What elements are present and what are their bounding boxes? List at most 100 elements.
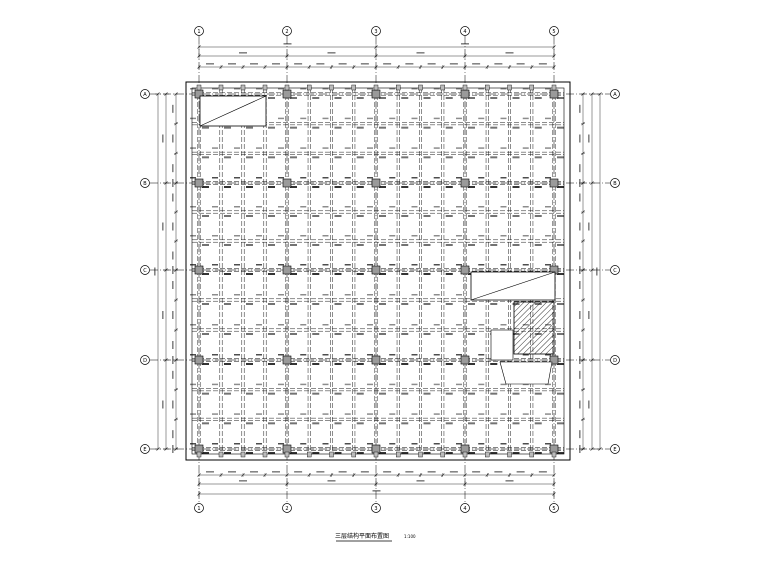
beam-annotation: [367, 413, 373, 415]
beam-annotation: [500, 264, 507, 266]
beam-annotation: [490, 244, 498, 246]
column: [194, 444, 204, 454]
beam-annotation: [268, 392, 275, 395]
beam-annotation: [379, 303, 386, 305]
beam-annotation: [500, 235, 507, 237]
beam-annotation: [290, 303, 297, 305]
edge-column: [529, 451, 534, 458]
beam-annotation: [322, 88, 329, 90]
dimension-text: [327, 52, 336, 54]
beam-annotation: [423, 392, 431, 395]
beam-annotation: [278, 443, 284, 445]
beam-annotation: [322, 443, 329, 445]
beam-annotation: [234, 354, 240, 356]
dimension-text: [588, 134, 590, 143]
beam-annotation: [256, 294, 262, 296]
beam-annotation: [512, 186, 520, 188]
grid-bubble-row-left: [140, 355, 150, 365]
dimension-text: [206, 471, 214, 473]
beam-annotation: [290, 363, 297, 365]
beam-annotation: [478, 413, 485, 415]
beam-annotation: [411, 383, 418, 386]
beam-annotation: [500, 206, 507, 208]
beam-annotation: [534, 126, 542, 129]
beam-annotation: [423, 422, 431, 425]
beam-annotation: [268, 363, 275, 365]
beam-annotation: [344, 206, 351, 208]
beam-annotation: [534, 244, 542, 246]
beam-annotation: [202, 333, 209, 335]
beam-annotation: [356, 363, 364, 365]
grid-bubble-col-top-label: 1: [197, 29, 200, 35]
beam-annotation: [389, 443, 396, 445]
column: [371, 265, 381, 275]
edge-column: [462, 451, 468, 458]
grid-bubble-row-left-label: B: [143, 181, 147, 187]
grid-bubble-row-left-label: C: [143, 268, 147, 274]
beam-annotation: [401, 452, 409, 454]
edge-column: [440, 451, 445, 458]
beam-annotation: [290, 97, 297, 99]
beam-annotation: [334, 244, 342, 246]
beam-annotation: [212, 383, 218, 386]
beam-annotation: [300, 147, 307, 149]
beam-annotation: [190, 147, 196, 149]
beam-annotation: [334, 215, 342, 217]
edge-column: [485, 451, 490, 458]
beam-annotation: [401, 333, 409, 335]
beam-annotation: [468, 392, 475, 395]
beam-annotation: [367, 383, 373, 386]
beam-annotation: [445, 244, 453, 246]
beam-annotation: [234, 177, 240, 179]
beam-annotation: [356, 303, 364, 305]
beam-annotation: [367, 177, 373, 179]
beam-annotation: [456, 206, 462, 208]
beam-annotation: [411, 294, 418, 296]
beam-annotation: [534, 422, 542, 425]
beam-annotation: [545, 147, 551, 149]
beam-annotation: [300, 324, 307, 326]
beam-annotation: [256, 324, 262, 326]
grid-bubble-col-bottom: [549, 503, 559, 513]
beam-annotation: [512, 215, 520, 217]
beam-annotation: [433, 177, 440, 179]
beam-annotation: [379, 215, 386, 217]
beam-annotation: [278, 147, 284, 149]
column: [460, 355, 470, 365]
dimension-text: [405, 471, 414, 473]
dimension-text: [172, 445, 174, 453]
beam-annotation: [290, 273, 297, 275]
beam-annotation: [278, 324, 284, 326]
beam-annotation: [456, 324, 462, 326]
beam-annotation: [224, 363, 231, 365]
beam-annotation: [411, 264, 418, 266]
beam-annotation: [411, 443, 418, 445]
beam-annotation: [490, 186, 498, 188]
beam-annotation: [500, 117, 507, 120]
beam-annotation: [490, 97, 498, 99]
beam-annotation: [367, 117, 373, 120]
edge-column: [218, 84, 224, 91]
grid-bubble-row-right: [610, 265, 620, 275]
beam-annotation: [246, 392, 253, 395]
opening-diagonal: [470, 271, 556, 301]
beam-annotation: [322, 294, 329, 296]
beam-annotation: [202, 186, 209, 188]
beam-annotation: [312, 186, 320, 188]
beam-annotation: [190, 354, 196, 356]
beam-annotation: [300, 294, 307, 296]
beam-annotation: [290, 215, 297, 217]
grid-bubble-row-right: [610, 444, 620, 454]
beam-annotation: [557, 244, 564, 246]
beam-annotation: [557, 215, 564, 217]
beam-annotation: [456, 354, 462, 356]
beam-annotation: [389, 177, 396, 179]
edge-column: [462, 84, 468, 91]
beam-annotation: [490, 215, 498, 217]
beam-annotation: [290, 452, 297, 454]
beam-annotation: [300, 117, 307, 120]
beam-annotation: [411, 264, 418, 266]
beam-annotation: [290, 244, 297, 246]
stair-shaft-hatch: [513, 301, 555, 355]
beam-annotation: [234, 206, 240, 208]
